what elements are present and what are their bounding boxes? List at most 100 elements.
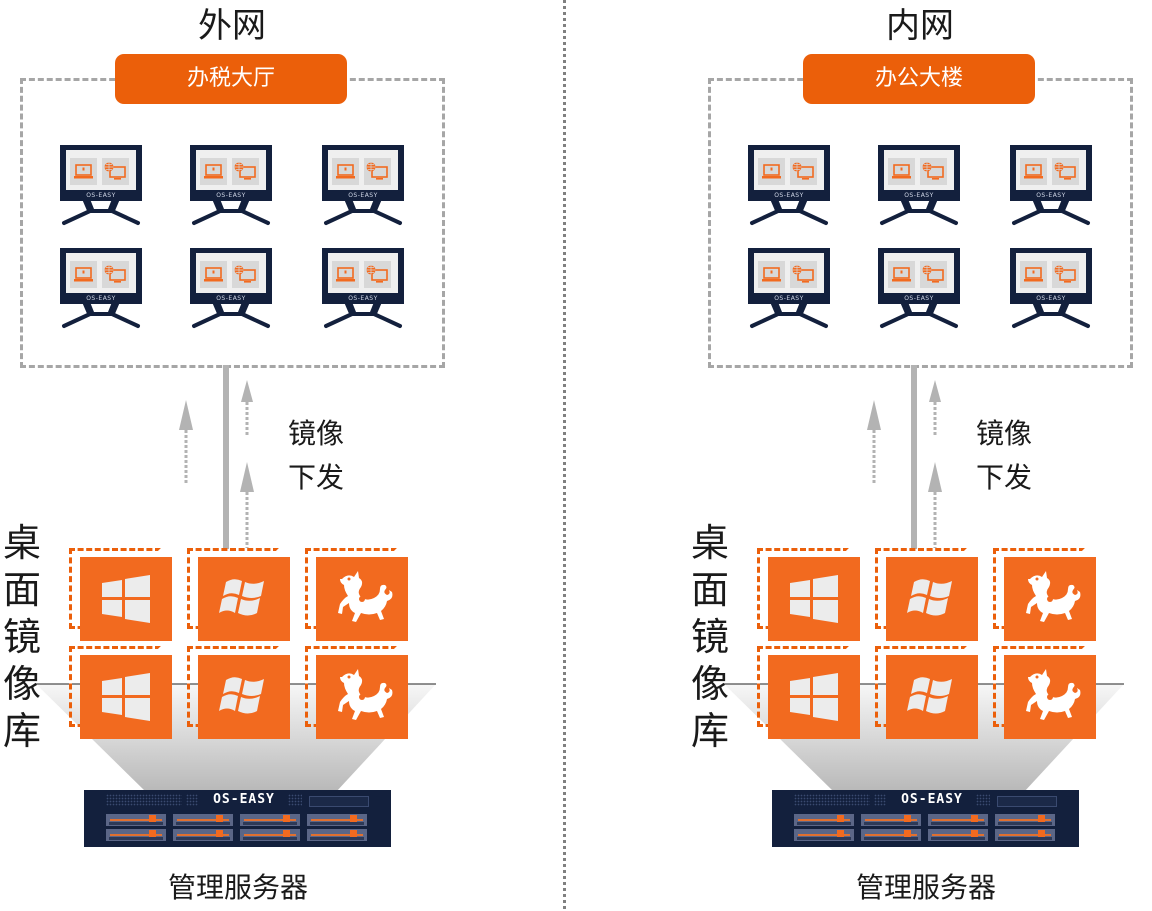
- desktop-image-tile[interactable]: [757, 646, 860, 739]
- laptop-icon: [336, 164, 355, 179]
- terminal-monitor: OS-EASY: [878, 145, 960, 227]
- monitor-brand: OS-EASY: [86, 192, 116, 199]
- drive-bay: [307, 814, 367, 826]
- windows10-logo-icon: [790, 673, 838, 721]
- globe-monitor-icon: [1054, 265, 1076, 283]
- server-caption: 管理服务器: [167, 871, 308, 904]
- desktop-image-tile[interactable]: [305, 548, 408, 641]
- drive-bay: [106, 829, 166, 841]
- monitor-screen: [1016, 150, 1086, 190]
- laptop-icon: [74, 267, 93, 282]
- terminal-monitor: OS-EASY: [60, 145, 142, 227]
- management-server: OS-EASY: [84, 790, 391, 847]
- windows7-logo-icon: [907, 677, 952, 714]
- laptop-icon: [336, 267, 355, 282]
- drive-led: [837, 830, 844, 837]
- laptop-icon: [762, 267, 781, 282]
- drive-led: [283, 830, 290, 837]
- monitor-brand: OS-EASY: [86, 295, 116, 302]
- monitor-stand: [192, 199, 270, 225]
- globe-monitor-icon: [104, 265, 126, 283]
- windows10-logo-icon: [790, 575, 838, 623]
- distribute-arrow-icon: [240, 462, 254, 548]
- monitor-screen: [328, 150, 398, 190]
- terminal-monitor: OS-EASY: [748, 248, 830, 330]
- management-server: OS-EASY: [772, 790, 1079, 847]
- monitor-stand: [1012, 199, 1090, 225]
- monitor-screen: [328, 253, 398, 293]
- distribute-arrow-icon: [928, 462, 942, 548]
- laptop-icon: [892, 267, 911, 282]
- terminal-monitor: OS-EASY: [60, 248, 142, 330]
- monitor-brand: OS-EASY: [348, 295, 378, 302]
- windows7-logo-icon: [219, 677, 264, 714]
- desktop-image-tile[interactable]: [69, 548, 172, 641]
- globe-monitor-icon: [922, 265, 944, 283]
- desktop-image-tile[interactable]: [69, 646, 172, 739]
- monitor-stand: [192, 302, 270, 328]
- monitor-stand: [880, 199, 958, 225]
- monitor-stand: [62, 199, 140, 225]
- drive-bay: [928, 814, 988, 826]
- monitor-brand: OS-EASY: [904, 295, 934, 302]
- desktop-image-tile[interactable]: [993, 646, 1096, 739]
- drive-led: [837, 815, 844, 822]
- monitor-brand: OS-EASY: [216, 192, 246, 199]
- server-caption: 管理服务器: [855, 871, 996, 904]
- globe-monitor-icon: [366, 265, 388, 283]
- monitor-brand: OS-EASY: [774, 295, 804, 302]
- server-optical-slot: [309, 796, 369, 807]
- upload-arrow-icon: [867, 400, 881, 484]
- kylin-qilin-icon: [338, 571, 393, 622]
- monitor-screen: [884, 253, 954, 293]
- monitor-brand: OS-EASY: [1036, 192, 1066, 199]
- drive-led: [149, 815, 156, 822]
- drive-bay: [794, 829, 854, 841]
- monitor-stand: [750, 199, 828, 225]
- windows10-logo-icon: [102, 575, 150, 623]
- terminal-monitor: OS-EASY: [190, 145, 272, 227]
- transfer-caption-line2: 下发: [976, 461, 1033, 494]
- zone-label: 办公大楼: [803, 54, 1035, 104]
- desktop-image-tile[interactable]: [187, 646, 290, 739]
- desktop-image-tile[interactable]: [757, 548, 860, 641]
- desktop-image-tile[interactable]: [187, 548, 290, 641]
- laptop-icon: [1024, 164, 1043, 179]
- distribute-arrow-icon: [929, 380, 941, 436]
- drive-led: [904, 830, 911, 837]
- desktop-image-tile[interactable]: [875, 646, 978, 739]
- monitor-stand: [880, 302, 958, 328]
- monitor-brand: OS-EASY: [774, 192, 804, 199]
- drive-bay: [861, 829, 921, 841]
- laptop-icon: [762, 164, 781, 179]
- monitor-screen: [196, 150, 266, 190]
- desktop-image-tile[interactable]: [875, 548, 978, 641]
- monitor-screen: [1016, 253, 1086, 293]
- laptop-icon: [892, 164, 911, 179]
- desktop-image-tile[interactable]: [993, 548, 1096, 641]
- network-divider: [563, 0, 566, 911]
- drive-bay: [861, 814, 921, 826]
- terminal-monitor: OS-EASY: [322, 248, 404, 330]
- network-title: 内网: [886, 6, 954, 46]
- laptop-icon: [204, 267, 223, 282]
- image-library-title: 桌面镜像库: [690, 521, 729, 753]
- distribute-arrow-icon: [241, 380, 253, 436]
- globe-monitor-icon: [792, 162, 814, 180]
- laptop-icon: [74, 164, 93, 179]
- zone-label: 办税大厅: [115, 54, 347, 104]
- drive-led: [904, 815, 911, 822]
- distribution-line: [223, 365, 229, 549]
- terminal-monitor: OS-EASY: [1010, 248, 1092, 330]
- server-logo: OS-EASY: [213, 792, 275, 807]
- drive-bay: [307, 829, 367, 841]
- monitor-stand: [324, 302, 402, 328]
- desktop-image-tile[interactable]: [305, 646, 408, 739]
- drive-bay: [794, 814, 854, 826]
- terminal-monitor: OS-EASY: [748, 145, 830, 227]
- windows10-logo-icon: [102, 673, 150, 721]
- windows7-logo-icon: [907, 579, 952, 616]
- monitor-screen: [196, 253, 266, 293]
- drive-led: [971, 815, 978, 822]
